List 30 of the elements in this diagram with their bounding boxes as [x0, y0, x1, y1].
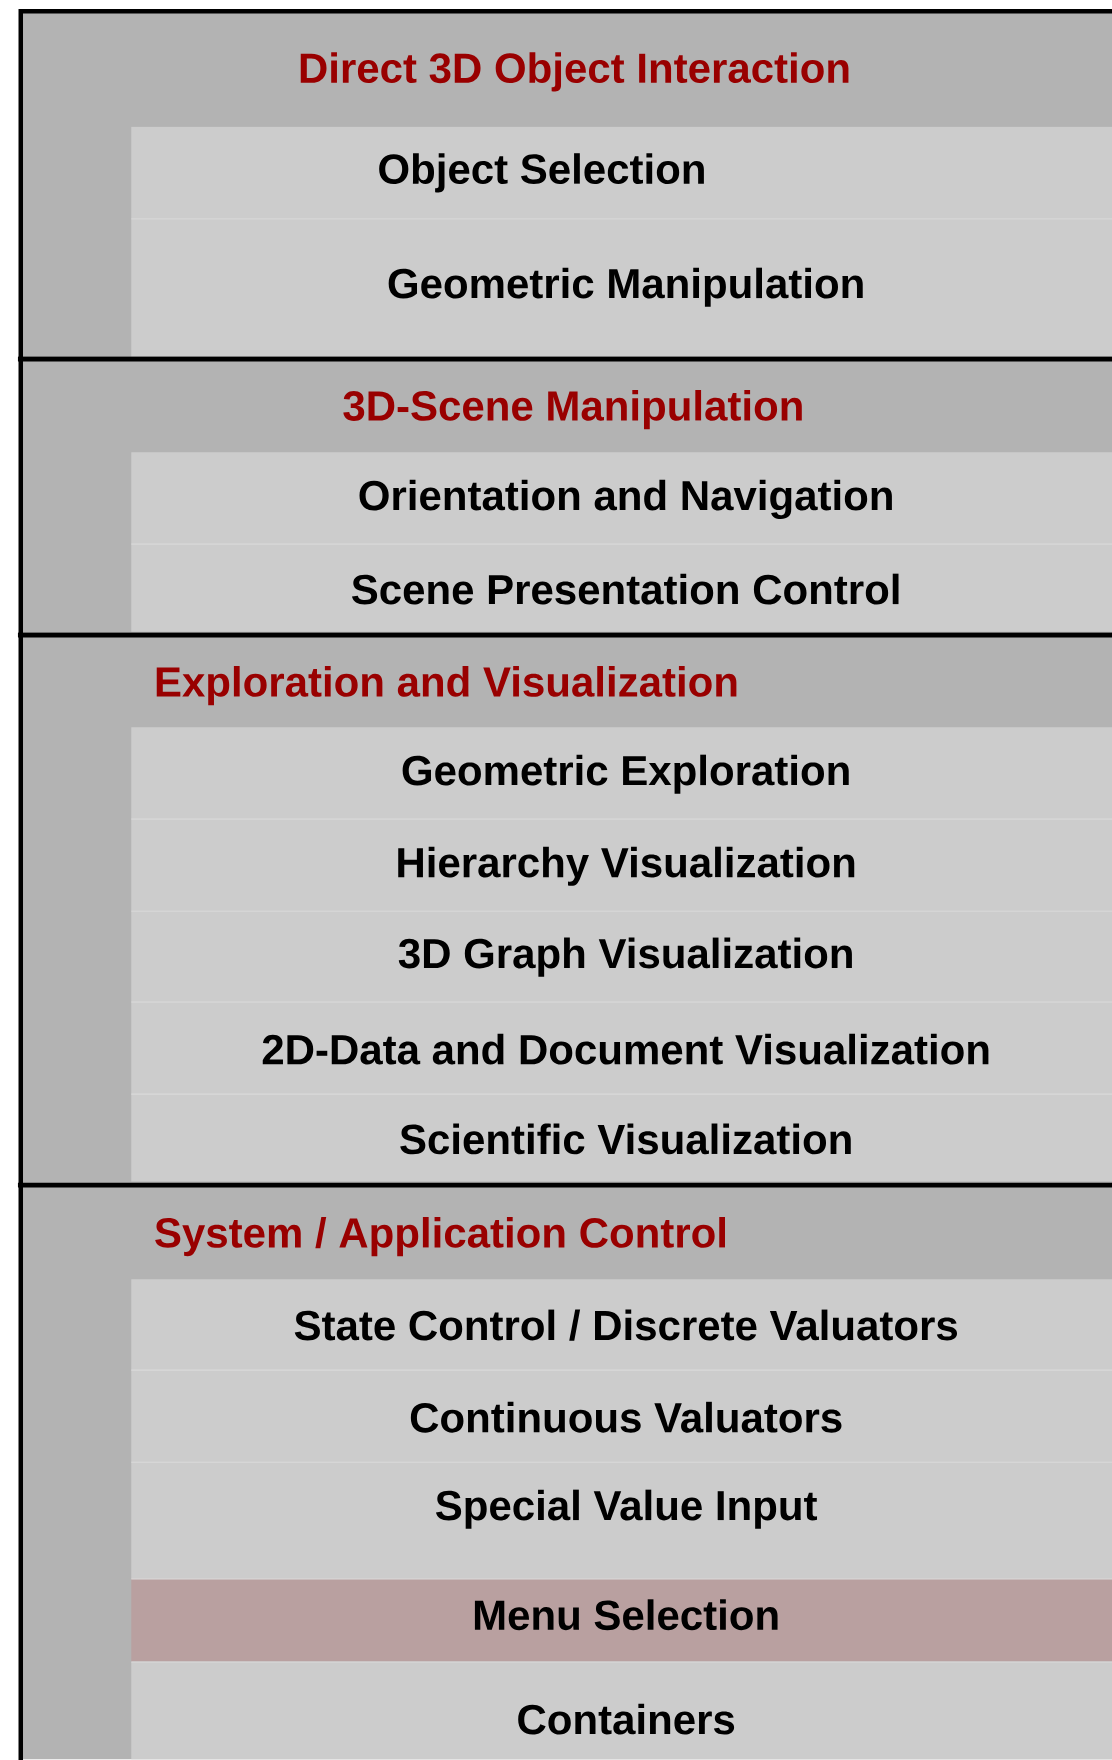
list-item: Geometric Exploration [131, 727, 1112, 820]
list-item: 3D Graph Visualization [131, 911, 1112, 1003]
section-heading: 3D-Scene Manipulation [343, 390, 802, 430]
list-item: Scene Presentation Control [131, 544, 1112, 632]
node-label: Geometric Manipulation [388, 267, 863, 307]
list-item: Menu Selection [131, 1578, 1112, 1662]
node-label: 2D-Data and Document Visualization [262, 1033, 989, 1065]
section-heading: Exploration and Visualization [156, 666, 737, 706]
node-label: State Control / Discrete Valuators [294, 1309, 958, 1341]
list-item: State Control / Discrete Valuators [131, 1279, 1112, 1371]
node-label: Scientific Visualization [400, 1123, 851, 1155]
node-label: Scene Presentation Control [351, 573, 899, 605]
list-item: Geometric Manipulation [131, 218, 1112, 357]
section-heading: Direct 3D Object Interaction [300, 52, 849, 92]
node-label: Geometric Exploration [402, 754, 849, 794]
list-item: Object Selection [131, 126, 1112, 219]
node-label: Orientation and Navigation [359, 479, 892, 520]
list-item: Containers [131, 1661, 1112, 1760]
list-item: Scientific Visualization [131, 1094, 1112, 1182]
list-item: Hierarchy Visualization [131, 819, 1112, 912]
node-label: 3D Graph Visualization [398, 937, 852, 977]
node-label: Special Value Input [435, 1489, 818, 1529]
list-item: Continuous Valuators [131, 1370, 1112, 1463]
node-label: Object Selection [379, 153, 704, 193]
node-label: Continuous Valuators [410, 1401, 842, 1433]
list-item: Orientation and Navigation [131, 452, 1112, 545]
section-heading: System / Application Control [155, 1217, 725, 1257]
node-label: Hierarchy Visualization [398, 846, 855, 886]
list-item: 2D-Data and Document Visualization [131, 1002, 1112, 1095]
list-item: Special Value Input [131, 1462, 1112, 1579]
